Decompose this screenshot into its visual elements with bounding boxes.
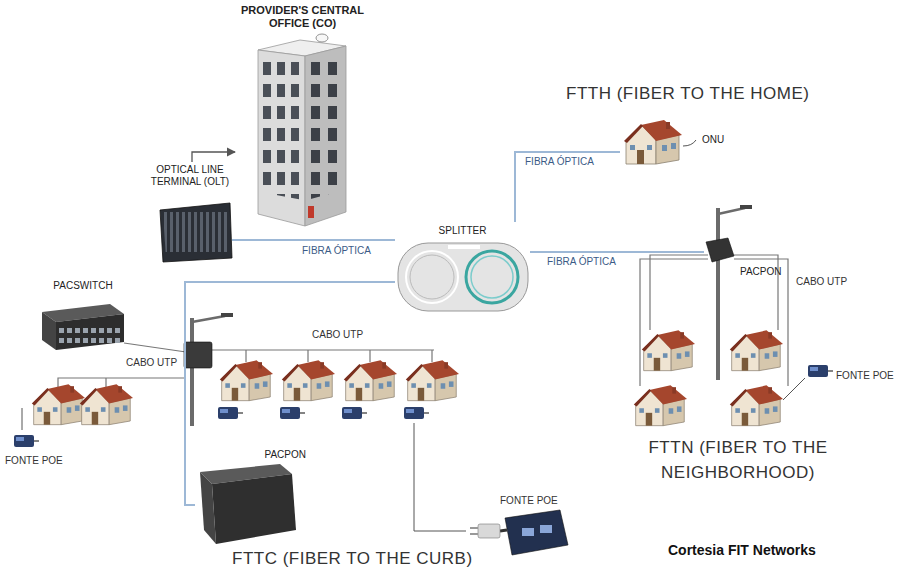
splitter-box: SPLITTER (395, 222, 530, 314)
poe-port (540, 525, 552, 533)
house-icon (32, 384, 85, 424)
fiber-coil (406, 251, 458, 303)
node-text: SPLITTER (397, 225, 528, 237)
pole (190, 318, 194, 426)
pole (716, 208, 720, 380)
section-title: FTTN (FIBER TO THE NEIGHBORHOOD) (628, 436, 848, 485)
pacswitch-ports (58, 326, 120, 344)
node-text: PROVIDER'S CENTRAL OFFICE (CO) (237, 4, 368, 30)
edge-label: FIBRA ÓPTICA (545, 256, 618, 268)
cable-label: CABO UTP (312, 329, 363, 341)
leader-arrow (192, 152, 235, 162)
poe-icon (404, 407, 429, 419)
olt-rack-drawing (160, 203, 232, 262)
poe-icon (218, 407, 243, 419)
poe-adapter (505, 510, 568, 555)
olt-slots (163, 206, 229, 259)
power-label: FONTE POE (500, 495, 558, 507)
poe-plug (478, 524, 500, 538)
splitter-drawing (398, 243, 528, 311)
fiber-coil (466, 251, 518, 303)
fiber-coil (410, 255, 454, 299)
pacpon-on-pole (184, 342, 212, 368)
pole-lamp (740, 205, 752, 209)
plug-prongs (470, 528, 478, 534)
pacpon-drawing (706, 238, 734, 262)
pole-lamp (221, 313, 233, 317)
pacpon-device: PACPON (704, 236, 792, 282)
building-windows (260, 58, 303, 200)
utp-cable (640, 259, 708, 386)
pacpon-box: PACPON (195, 445, 310, 548)
edge-label: FIBRA ÓPTICA (300, 245, 373, 257)
node-text: OPTICAL LINE TERMINAL (OLT) (150, 164, 230, 188)
node-text: PACSWITCH (38, 280, 128, 292)
house-icon (634, 385, 687, 425)
fiber-connector (530, 251, 704, 253)
poe-icon (808, 365, 833, 377)
house-icon (730, 385, 783, 425)
poe-icon (14, 435, 39, 447)
onu-leader (683, 140, 696, 146)
house-icon (282, 360, 335, 400)
poe-cable (500, 530, 507, 531)
poe-port (522, 528, 534, 536)
utp-cable (246, 350, 432, 362)
house-icon (80, 384, 133, 424)
pacswitch-device: PACSWITCH (36, 278, 130, 352)
credit-note: Cortesia FIT Networks (668, 542, 816, 559)
node-text: ONU (702, 134, 730, 146)
poe-icon (280, 407, 305, 419)
poe-leader (414, 423, 466, 531)
house-icon (730, 330, 783, 370)
poe-leader (783, 378, 805, 400)
utp-cable (650, 255, 708, 330)
house-icon (220, 360, 273, 400)
pacswitch-front (56, 314, 124, 350)
utp-cable (124, 343, 186, 352)
section-title: FTTC (FIBER TO THE CURB) (232, 549, 473, 569)
house-icon (624, 120, 682, 164)
satellite-dish (316, 34, 328, 42)
fiber-connector (515, 152, 620, 222)
building-side (305, 46, 346, 226)
house-icon (406, 360, 459, 400)
building-front (258, 50, 305, 226)
utp-cable (212, 349, 434, 350)
power-label: FONTE POE (5, 455, 63, 467)
onu-house: ONU (620, 116, 732, 170)
pacpon-box-side (200, 472, 216, 544)
central-office: PROVIDER'S CENTRAL OFFICE (CO) (235, 2, 370, 230)
poe-leader (22, 408, 23, 430)
node-text: PACPON (740, 266, 790, 278)
house-icon (642, 330, 695, 370)
building-door (308, 206, 314, 218)
fiber-coil (471, 256, 513, 298)
cable-label: CABO UTP (126, 357, 177, 369)
house-icon (344, 360, 397, 400)
splitter-tab (448, 245, 480, 249)
section-title: FTTH (FIBER TO THE HOME) (566, 84, 809, 104)
power-label: FONTE POE (836, 370, 894, 382)
pole-arm (192, 316, 225, 322)
edge-label: FIBRA ÓPTICA (523, 156, 596, 168)
fiber-connector (232, 239, 395, 241)
olt-rack: OPTICAL LINE TERMINAL (OLT) (148, 162, 232, 262)
poe-icon (342, 407, 367, 419)
pacpon-box-front (212, 474, 296, 544)
pacswitch-side (42, 312, 56, 350)
building-windows (307, 54, 344, 200)
fiber-connector (185, 282, 395, 505)
cable-label: CABO UTP (796, 276, 847, 288)
node-text: PACPON (197, 449, 306, 461)
